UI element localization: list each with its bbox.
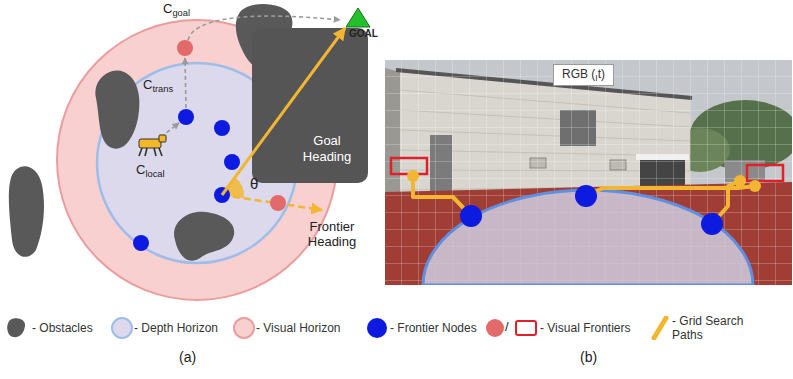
frontier-node <box>224 154 240 170</box>
image-tag: RGB (It) <box>553 64 614 86</box>
legend-text: - Visual Frontiers <box>540 321 630 335</box>
cost-label: Ctrans <box>143 78 173 95</box>
obstacle <box>9 166 44 257</box>
panel-label: (b) <box>580 349 597 365</box>
goal-heading-arrow <box>222 28 345 195</box>
goal-triangle <box>346 8 370 27</box>
subscript: goal <box>172 8 190 18</box>
image-frontier-nodes <box>460 185 723 235</box>
legend-text: - Depth Horizon <box>134 321 218 335</box>
obstacle <box>95 71 139 149</box>
legend-swatch <box>232 316 256 340</box>
frontier-heading-arrow <box>222 195 322 210</box>
frontier-node <box>133 235 149 251</box>
grid-overlay <box>385 60 792 285</box>
legend-swatch <box>648 316 672 340</box>
obstacles <box>9 4 293 261</box>
legend-text: - Obstacles <box>32 321 93 335</box>
frontier-dot-sample <box>486 319 504 337</box>
legend-text: - Visual Horizon <box>256 321 340 335</box>
visual-frontier-boxes <box>391 158 783 181</box>
path-endpoint <box>749 180 761 192</box>
rgb-photo <box>385 60 792 285</box>
obstacle-sample <box>7 318 25 337</box>
legend-swatch <box>4 316 28 340</box>
legend-text: - Frontier Nodes <box>390 321 477 335</box>
node-text: Goal Heading <box>292 133 362 165</box>
legend-swatch <box>485 316 539 340</box>
robot-icon <box>139 139 161 148</box>
visual-frontier-box <box>747 165 783 181</box>
frontier-node <box>214 120 230 136</box>
legend-swatch <box>110 316 134 340</box>
robot-icon <box>139 135 166 156</box>
grid-path <box>586 186 755 196</box>
goal-heading-box: Goal Heading <box>252 28 368 183</box>
cost-label: Clocal <box>136 163 165 180</box>
sky <box>385 60 792 285</box>
subscript: local <box>145 169 164 179</box>
legend-swatch <box>365 316 389 340</box>
frontier-node <box>701 213 723 235</box>
heading-label: Frontier Heading <box>300 220 364 250</box>
transition-path <box>185 58 186 108</box>
node-text: RGB (It) <box>562 67 605 83</box>
legend-separator: / <box>505 320 509 335</box>
subscript: trans <box>152 84 173 94</box>
frontier-box-sample <box>516 321 536 335</box>
frontier-node <box>178 109 194 125</box>
frontier-node <box>460 205 482 227</box>
path-endpoint <box>407 170 419 182</box>
visual-frontier <box>270 195 286 211</box>
robot-icon <box>139 148 162 156</box>
subscript: I <box>595 73 597 83</box>
node-sample <box>367 318 387 338</box>
frontier-nodes <box>133 109 240 251</box>
visual-frontier <box>177 40 193 56</box>
robot-icon <box>159 135 166 142</box>
path-sample <box>654 318 666 338</box>
obstacle <box>174 212 234 261</box>
frontier-node <box>575 185 597 207</box>
panel-label: (a) <box>179 349 196 365</box>
frontier-node <box>214 187 230 203</box>
horizon-sample <box>112 318 132 338</box>
angle-label: θ <box>250 175 258 192</box>
horizon-sample <box>234 318 254 338</box>
path-endpoint <box>734 175 746 187</box>
cost-label: Cgoal <box>163 2 190 19</box>
node-text: GOAL <box>349 28 383 39</box>
legend-text: - Grid Search Paths <box>672 314 752 342</box>
